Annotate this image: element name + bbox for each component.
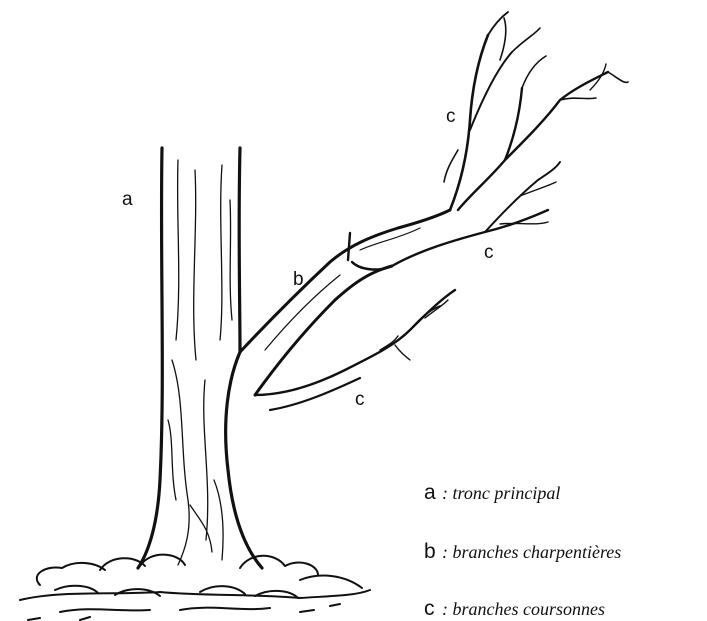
scaffold-branch bbox=[240, 210, 450, 395]
trunk bbox=[138, 148, 262, 568]
legend-text: : branches charpentières bbox=[442, 542, 621, 562]
legend-letter: c bbox=[424, 597, 435, 620]
ground-stones bbox=[20, 555, 370, 620]
label-c-mid: c bbox=[484, 242, 494, 263]
legend-item-b: b : branches charpentières bbox=[424, 540, 621, 563]
legend-item-a: a : tronc principal bbox=[424, 481, 560, 504]
label-a: a bbox=[122, 189, 133, 210]
label-c-low: c bbox=[355, 389, 365, 410]
legend-text: : tronc principal bbox=[442, 483, 560, 503]
label-c-top: c bbox=[446, 106, 456, 127]
legend: a : tronc principal b : branches charpen… bbox=[424, 481, 621, 620]
middle-branch bbox=[392, 162, 560, 266]
label-b: b bbox=[293, 269, 304, 290]
legend-letter: b bbox=[424, 540, 436, 563]
legend-item-c: c : branches coursonnes bbox=[424, 597, 605, 620]
legend-text: : branches coursonnes bbox=[442, 599, 605, 619]
upper-branch bbox=[444, 12, 628, 210]
legend-letter: a bbox=[424, 481, 436, 504]
